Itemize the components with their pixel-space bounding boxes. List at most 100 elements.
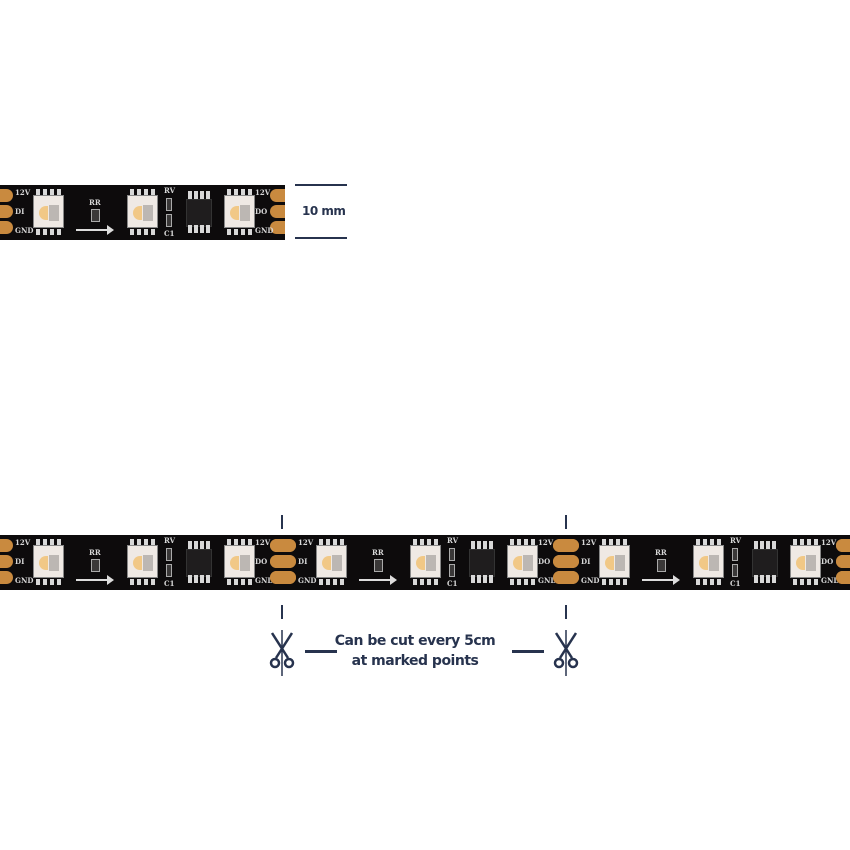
solder-pad [270,221,285,234]
solder-pad [0,189,13,202]
solder-pad [836,539,850,552]
led-warm-element [133,206,142,220]
led-pin [703,539,707,545]
solder-pad [0,205,13,218]
resistor-label: RV [164,186,175,195]
pad-label: DI [298,557,308,566]
ic-pin [194,575,198,583]
pad-label: GND [15,226,34,235]
led-pin [36,229,40,235]
led-rgb-element [240,555,250,571]
led-pin [420,579,424,585]
led-pin [524,579,528,585]
led-pin [326,539,330,545]
ic-pin [489,575,493,583]
led-pin [241,539,245,545]
led-pin [241,229,245,235]
led-chip [790,545,821,578]
ic-pin [772,541,776,549]
solder-pad [0,555,13,568]
capacitor [449,564,455,577]
ic-pin [477,575,481,583]
ic-pin [194,191,198,199]
led-pin [234,189,238,195]
direction-arrow [642,575,680,585]
cut-mark-top-2 [565,515,567,529]
scissors-icon [267,630,297,676]
pad-label: DO [255,207,268,216]
led-pin [227,189,231,195]
pad-label: 12V [15,188,31,197]
pad-label: DO [255,557,268,566]
led-rgb-element [615,555,625,571]
led-pin [36,539,40,545]
led-pin [616,539,620,545]
led-pin [319,579,323,585]
led-pin [623,579,627,585]
driver-ic [469,549,495,577]
led-pin [602,539,606,545]
resistor [91,209,100,222]
led-pin [234,539,238,545]
led-pin [234,229,238,235]
solder-pad [836,555,850,568]
led-pin [623,539,627,545]
led-pin [340,579,344,585]
solder-pad [553,555,579,568]
led-pin [57,539,61,545]
led-pin [130,579,134,585]
led-chip [224,195,255,228]
led-pin [807,539,811,545]
driver-ic [186,199,212,227]
resistor-label: RR [89,198,101,207]
ic-pin [188,191,192,199]
led-pin [43,579,47,585]
led-pin [241,579,245,585]
led-pin [510,539,514,545]
led-pin [151,189,155,195]
led-pin [57,579,61,585]
led-pin [144,539,148,545]
led-pin [800,579,804,585]
ic-pin [489,541,493,549]
pad-label: 12V [255,188,271,197]
led-pin [340,539,344,545]
led-pin [137,229,141,235]
ic-pin [188,541,192,549]
led-chip [599,545,630,578]
pad-label: 12V [821,538,837,547]
direction-arrow [359,575,397,585]
led-pin [333,539,337,545]
led-pin [531,579,535,585]
led-rgb-element [240,205,250,221]
pad-label: 12V [298,538,314,547]
resistor-label: RR [89,548,101,557]
led-pin [420,539,424,545]
led-chip [127,195,158,228]
led-pin [800,539,804,545]
resistor [657,559,666,572]
solder-pad [270,189,285,202]
led-pin [710,539,714,545]
led-pin [241,189,245,195]
resistor-label: RR [372,548,384,557]
led-pin [434,539,438,545]
led-pin [703,579,707,585]
ic-pin [200,225,204,233]
ic-pin [483,575,487,583]
pad-label: GND [821,576,840,585]
led-pin [36,189,40,195]
direction-arrow [76,225,114,235]
led-pin [227,539,231,545]
led-pin [696,579,700,585]
capacitor-label: C1 [447,579,458,588]
ic-pin [471,541,475,549]
resistor [91,559,100,572]
led-pin [137,579,141,585]
ic-pin [766,575,770,583]
led-rgb-element [426,555,436,571]
solder-pad [553,571,579,584]
